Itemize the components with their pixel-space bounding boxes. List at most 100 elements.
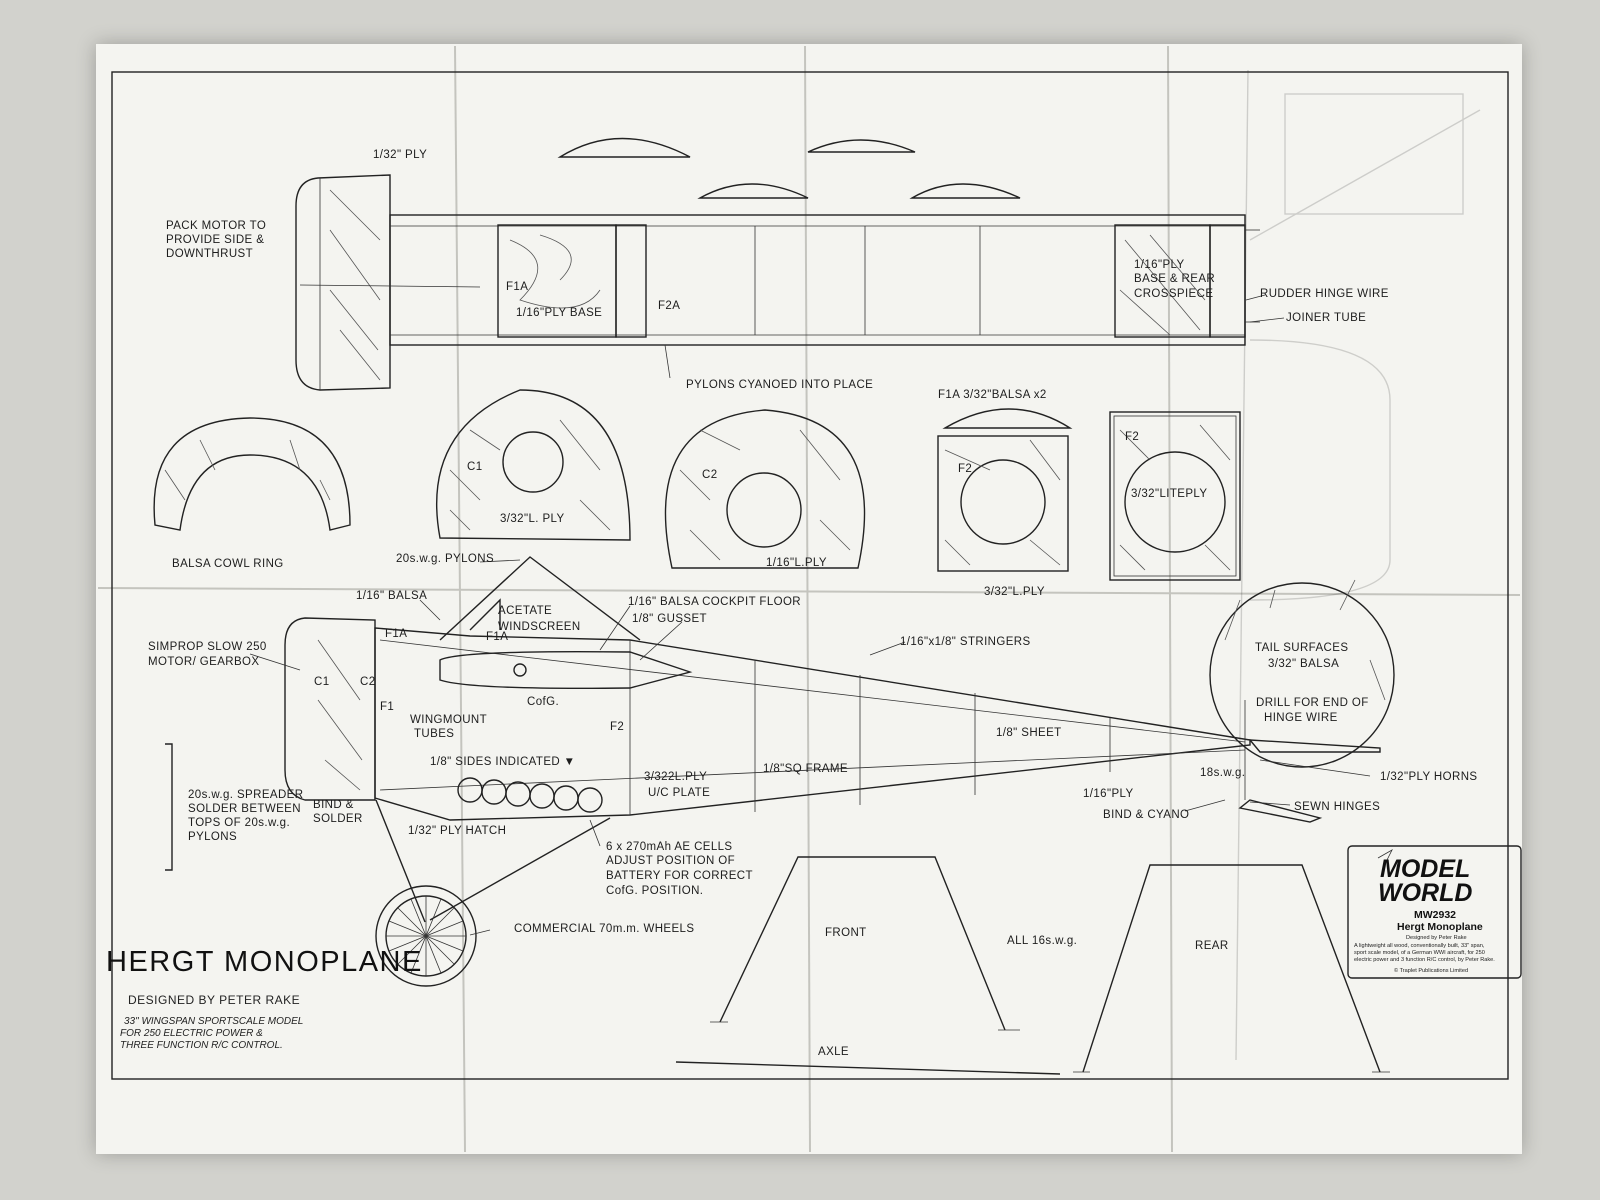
label-c1: C1	[467, 461, 483, 473]
rib-shapes	[557, 137, 1021, 199]
fold-creases	[97, 45, 1521, 1153]
label-cells-3: BATTERY FOR CORRECT	[606, 870, 753, 882]
logo-blurb-3: electric power and 3 function R/C contro…	[1354, 957, 1495, 963]
label-rudder-hinge: RUDDER HINGE WIRE	[1260, 288, 1389, 300]
logo-name: Hergt Monoplane	[1397, 921, 1483, 933]
label-ply-hatch: 1/32" PLY HATCH	[408, 825, 506, 837]
label-rear-base-2: BASE & REAR	[1134, 273, 1215, 285]
logo-code: MW2932	[1414, 909, 1456, 921]
label-acetate-1: ACETATE	[498, 605, 552, 617]
label-all-16swg: ALL 16s.w.g.	[1007, 935, 1077, 947]
label-c1-material: 3/32"L. PLY	[500, 513, 565, 525]
label-wheels: COMMERCIAL 70m.m. WHEELS	[514, 923, 694, 935]
logo-blurb-1: A lightweight all wood, conventionally b…	[1354, 943, 1485, 949]
label-f1-side: F1	[380, 701, 394, 713]
label-acetate-2: WINDSCREEN	[498, 621, 581, 633]
label-ply-base: 1/16"PLY BASE	[516, 307, 602, 319]
label-tail-surfaces-2: 3/32" BALSA	[1268, 658, 1339, 670]
label-bind-cyano: BIND & CYANO	[1103, 809, 1189, 821]
model-world-logo-box	[1347, 845, 1522, 979]
undercarriage-rear	[1073, 864, 1390, 1073]
battery-cells	[457, 777, 603, 813]
label-f2-right-material: 3/32"LITEPLY	[1131, 488, 1207, 500]
top-view-labels: 1/32" PLY PACK MOTOR TO PROVIDE SIDE & D…	[166, 149, 1389, 391]
logo-designer: Designed by Peter Rake	[1406, 935, 1467, 941]
parts-labels: BALSA COWL RING C1 3/32"L. PLY C2 1/16"L…	[172, 389, 1207, 598]
label-ply-116-tail: 1/16"PLY	[1083, 788, 1134, 800]
label-rear-base-3: CROSSPIECE	[1134, 288, 1213, 300]
label-f2-side: F2	[610, 721, 624, 733]
logo-blurb-2: sport scale model, of a German WWI aircr…	[1354, 950, 1485, 956]
label-rear-base-1: 1/16"PLY	[1134, 259, 1185, 271]
label-front: FRONT	[825, 927, 867, 939]
label-f1a-side-a: F1A	[385, 628, 407, 640]
label-f2-right: F2	[1125, 431, 1139, 443]
label-drill-2: HINGE WIRE	[1264, 712, 1338, 724]
logo-copyright: © Traplet Publications Limited	[1394, 967, 1468, 974]
axle-wire	[675, 1061, 1061, 1075]
model-world-wing-icon	[1377, 848, 1393, 867]
undercarriage-labels: FRONT ALL 16s.w.g. REAR AXLE	[818, 927, 1229, 1058]
plan-description-3: THREE FUNCTION R/C CONTROL.	[120, 1040, 283, 1051]
wheel-spokes	[386, 896, 466, 976]
plan-border	[111, 71, 1509, 1080]
label-rear: REAR	[1195, 940, 1229, 952]
label-motor-1: SIMPROP SLOW 250	[148, 641, 267, 653]
label-pylons-cyanoed: PYLONS CYANOED INTO PLACE	[686, 379, 873, 391]
label-pylons-20swg: 20s.w.g. PYLONS	[396, 553, 494, 565]
label-uc-plate-1: 3/322L.PLY	[644, 771, 707, 783]
label-f1a-top: F1A	[506, 281, 528, 293]
label-axle: AXLE	[818, 1046, 849, 1058]
label-pack-motor-3: DOWNTHRUST	[166, 248, 253, 260]
label-sewn-hinges: SEWN HINGES	[1294, 801, 1380, 813]
label-spreader-2: SOLDER BETWEEN	[188, 803, 301, 815]
label-drill-1: DRILL FOR END OF	[1256, 697, 1369, 709]
plan-description-1: 33" WINGSPAN SPORTSCALE MODEL	[124, 1016, 303, 1027]
label-c2-material: 1/16"L.PLY	[766, 557, 827, 569]
top-view	[295, 174, 1260, 391]
label-f1a-side-b: F1A	[486, 631, 508, 643]
label-spreader-3: TOPS OF 20s.w.g.	[188, 817, 290, 829]
label-sq-frame: 1/8"SQ FRAME	[763, 763, 848, 775]
label-f2-left: F2	[958, 463, 972, 475]
side-view-labels: 20s.w.g. PYLONS 1/16" BALSA ACETATE WIND…	[148, 553, 1477, 935]
label-18swg: 18s.w.g.	[1200, 767, 1245, 779]
label-joiner-tube: JOINER TUBE	[1286, 312, 1366, 324]
label-cockpit-floor: 1/16" BALSA COCKPIT FLOOR	[628, 596, 801, 608]
label-pack-motor-2: PROVIDE SIDE &	[166, 234, 264, 246]
faded-logo	[1235, 69, 1481, 1061]
label-ply-132: 1/32" PLY	[373, 149, 427, 161]
label-gusset: 1/8" GUSSET	[632, 613, 707, 625]
plan-designer: DESIGNED BY PETER RAKE	[128, 993, 300, 1007]
label-cofg: CofG.	[527, 696, 559, 708]
label-c1-side: C1	[314, 676, 330, 688]
leader-lines	[249, 284, 1371, 936]
label-wingmount-2: TUBES	[414, 728, 454, 740]
logo-text: MODEL WORLD MW2932 Hergt Monoplane Desig…	[1354, 855, 1495, 974]
label-c2-side: C2	[360, 676, 376, 688]
label-motor-2: MOTOR/ GEARBOX	[148, 656, 259, 668]
label-spreader-1: 20s.w.g. SPREADER	[188, 789, 303, 801]
label-bind-solder-2: SOLDER	[313, 813, 363, 825]
logo-world: WORLD	[1378, 879, 1472, 907]
plan-title: HERGT MONOPLANE	[106, 946, 423, 978]
side-view	[284, 556, 1381, 987]
label-spreader-4: PYLONS	[188, 831, 237, 843]
label-sheet: 1/8" SHEET	[996, 727, 1062, 739]
tail-surfaces-detail	[1209, 582, 1395, 768]
label-ply-horns: 1/32"PLY HORNS	[1380, 771, 1477, 783]
label-cells-2: ADJUST POSITION OF	[606, 855, 735, 867]
pylon-spreader	[165, 743, 173, 871]
label-tail-surfaces-1: TAIL SURFACES	[1255, 642, 1348, 654]
title-block: HERGT MONOPLANE DESIGNED BY PETER RAKE 3…	[106, 946, 423, 1051]
label-f2a: F2A	[658, 300, 680, 312]
label-f2-left-material: 3/32"L.PLY	[984, 586, 1045, 598]
label-balsa-116: 1/16" BALSA	[356, 590, 427, 602]
label-wingmount-1: WINGMOUNT	[410, 714, 487, 726]
label-c2: C2	[702, 469, 718, 481]
logo-model: MODEL	[1380, 855, 1470, 883]
label-bind-solder-1: BIND &	[313, 799, 354, 811]
plan-description-2: FOR 250 ELECTRIC POWER &	[120, 1028, 263, 1039]
label-f1a-parts: F1A 3/32"BALSA x2	[938, 389, 1047, 401]
